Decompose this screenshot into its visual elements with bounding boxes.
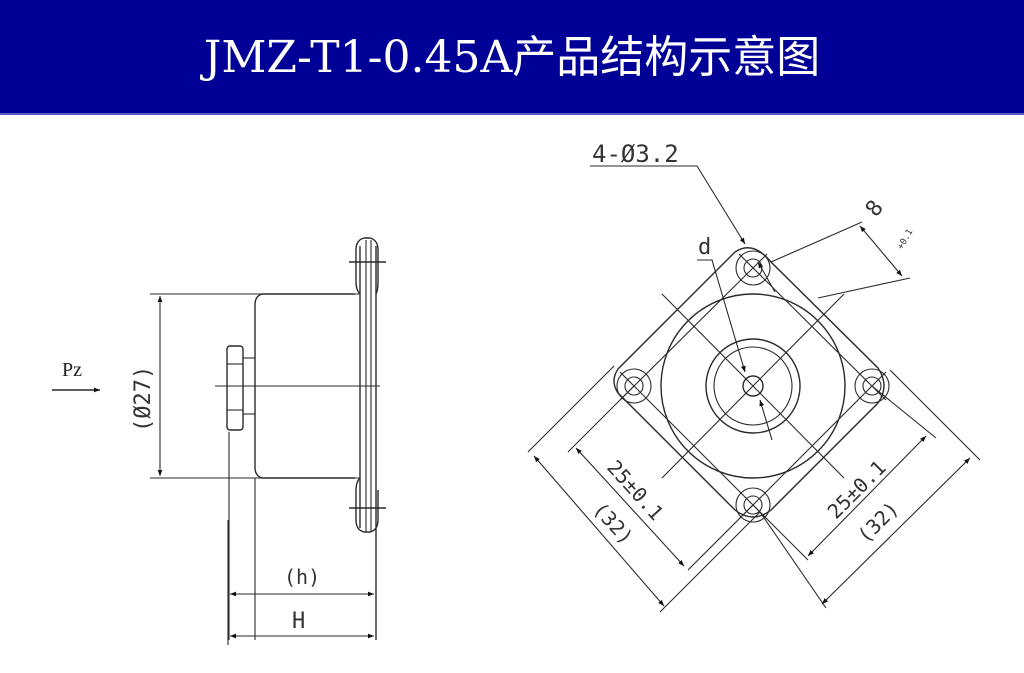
- page-title: JMZ-T1-0.45A产品结构示意图: [203, 31, 821, 83]
- mounting-hole-bottom: [735, 487, 771, 523]
- force-label: Pz: [62, 359, 82, 381]
- title-banner: JMZ-T1-0.45A产品结构示意图: [0, 0, 1024, 113]
- mounting-hole-right: [854, 368, 890, 404]
- hole-callout-label: 4-Ø3.2: [592, 140, 679, 168]
- overall-width-left-label: (32): [588, 497, 638, 549]
- total-height-label: H: [292, 609, 305, 634]
- diameter-label: (Ø27): [131, 366, 156, 432]
- overall-width-left-dimension-line: [533, 455, 665, 607]
- banner-divider: [0, 113, 1024, 115]
- overall-width-right-label: (32): [853, 497, 904, 548]
- flange-thickness-label: 8: [861, 196, 889, 222]
- center-thread-circle: [742, 375, 764, 397]
- overall-width-right-dimension-line: [821, 457, 971, 605]
- mounting-hole-top: [735, 250, 771, 286]
- inner-height-label: (h): [284, 565, 320, 589]
- top-view: 4-Ø3.2 d: [527, 140, 981, 613]
- side-view: Pz (Ø27) (h) H: [52, 237, 386, 645]
- thread-label: d: [698, 235, 711, 260]
- flange-thickness-dimension-line: [859, 225, 903, 277]
- mounting-hole-left: [616, 368, 652, 404]
- nut-shape: [226, 345, 244, 431]
- body-circle: [660, 293, 846, 479]
- flange-tolerance-label: +0.1: [896, 228, 916, 252]
